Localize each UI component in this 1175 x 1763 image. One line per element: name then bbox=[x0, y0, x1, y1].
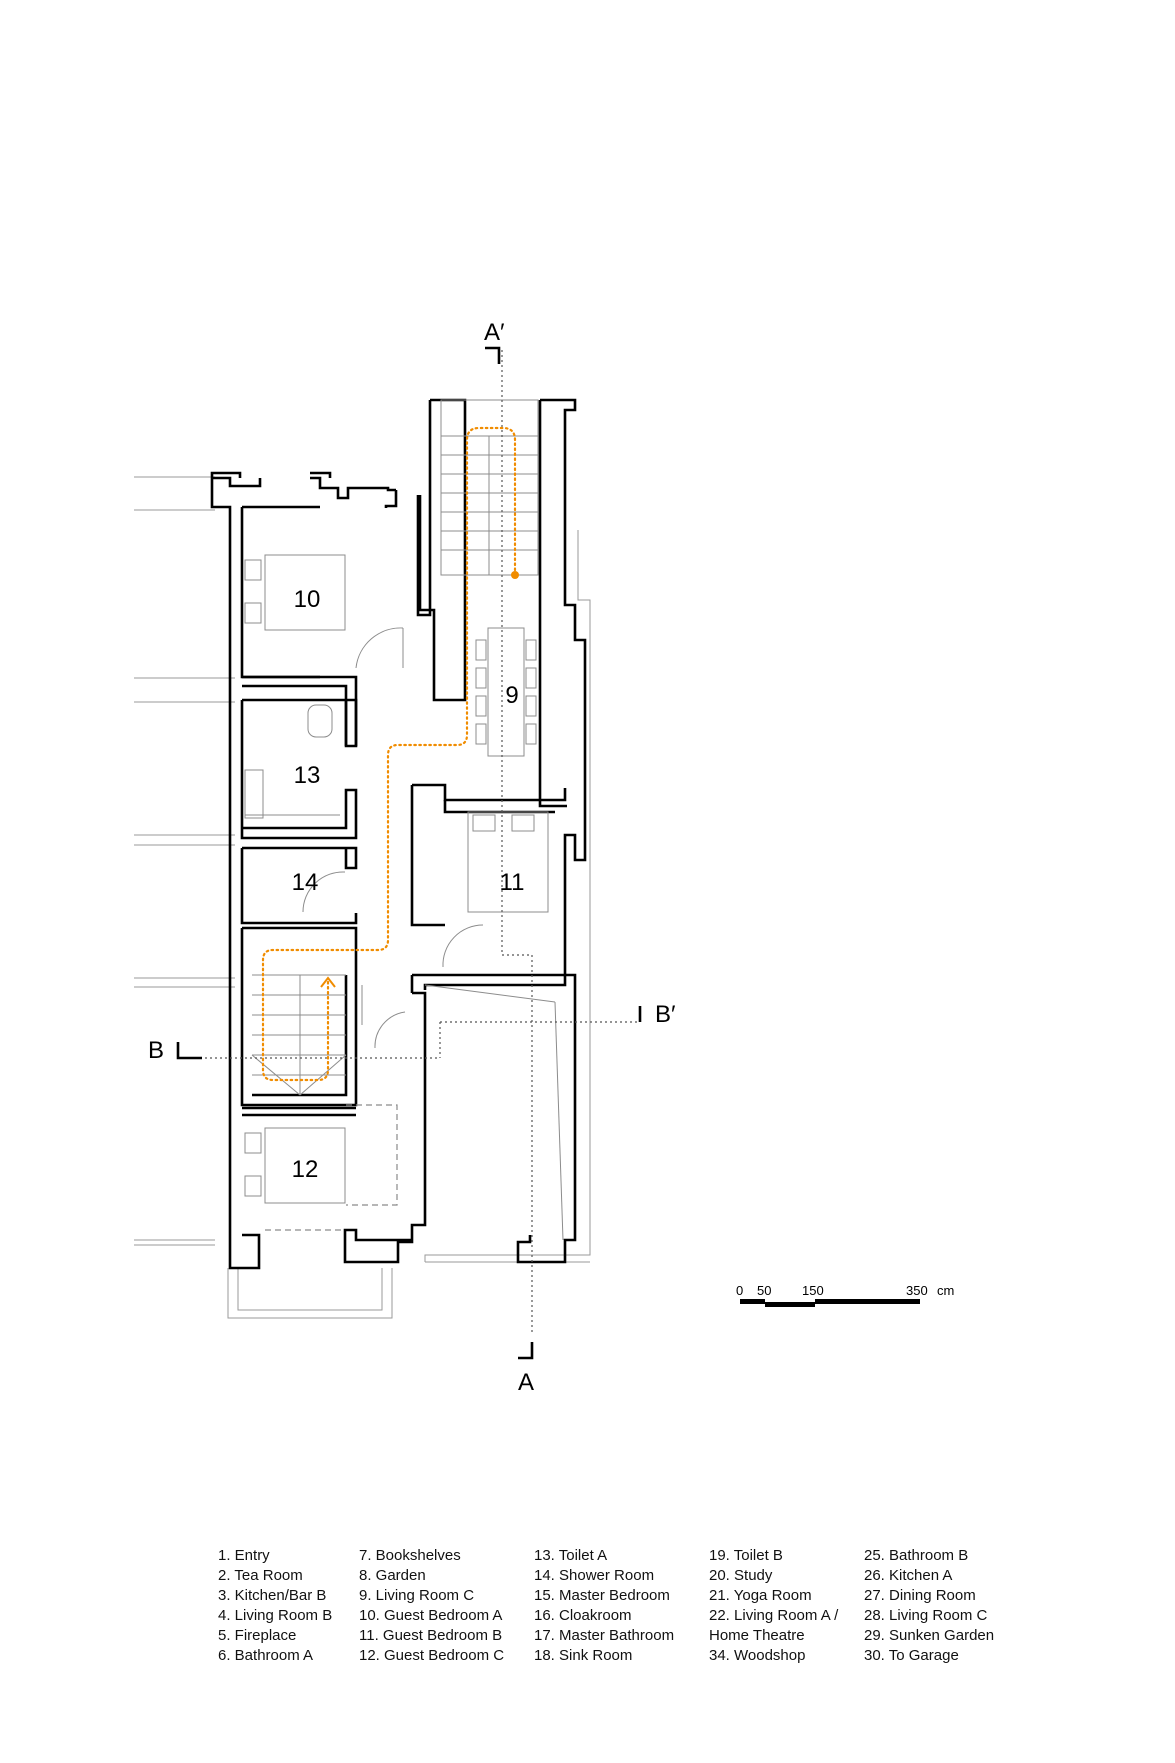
legend-item: 29. Sunken Garden bbox=[864, 1627, 995, 1644]
legend-item: 5. Fireplace bbox=[218, 1627, 297, 1644]
legend-item: 30. To Garage bbox=[864, 1647, 959, 1664]
legend-item: 16. Cloakroom bbox=[534, 1607, 632, 1624]
legend-item: 10. Guest Bedroom A bbox=[359, 1607, 503, 1624]
legend-item: 34. Woodshop bbox=[709, 1647, 806, 1664]
legend-item: 6. Bathroom A bbox=[218, 1647, 314, 1664]
room-label-13: 13 bbox=[294, 762, 321, 789]
path-start-dot bbox=[511, 571, 519, 579]
legend-item: 13. Toilet A bbox=[534, 1547, 608, 1564]
legend-item: 11. Guest Bedroom B bbox=[359, 1627, 503, 1644]
legend-item: 22. Living Room A / bbox=[709, 1607, 839, 1624]
scale-unit: cm bbox=[937, 1283, 954, 1298]
legend-column-1: 1. Entry 2. Tea Room 3. Kitchen/Bar B 4.… bbox=[218, 1546, 332, 1666]
scale-bar: 0 50 150 350 cm bbox=[736, 1283, 954, 1307]
legend-item: 3. Kitchen/Bar B bbox=[218, 1587, 327, 1604]
site-lines bbox=[134, 476, 591, 1319]
legend-item: 18. Sink Room bbox=[534, 1647, 633, 1664]
scale-tick-50: 50 bbox=[757, 1283, 771, 1298]
room-legend: 1. Entry 2. Tea Room 3. Kitchen/Bar B 4.… bbox=[0, 1546, 1175, 1676]
legend-item: 14. Shower Room bbox=[534, 1567, 655, 1584]
furniture bbox=[244, 554, 564, 1241]
legend-item: Home Theatre bbox=[709, 1627, 805, 1644]
scale-tick-350: 350 bbox=[906, 1283, 928, 1298]
legend-item: 7. Bookshelves bbox=[359, 1547, 461, 1564]
legend-item: 12. Guest Bedroom C bbox=[359, 1647, 505, 1664]
legend-item: 27. Dining Room bbox=[864, 1587, 976, 1604]
doors bbox=[302, 627, 484, 1049]
legend-item: 26. Kitchen A bbox=[864, 1567, 953, 1584]
room-label-9: 9 bbox=[505, 682, 518, 709]
stairs-lower bbox=[251, 974, 347, 1096]
legend-item: 20. Study bbox=[709, 1567, 773, 1584]
section-label-a-prime: A′ bbox=[484, 319, 505, 346]
walls bbox=[210, 398, 587, 1270]
legend-column-3: 13. Toilet A 14. Shower Room 15. Master … bbox=[534, 1546, 674, 1666]
section-lines bbox=[176, 346, 642, 1360]
legend-item: 9. Living Room C bbox=[359, 1587, 475, 1604]
legend-item: 8. Garden bbox=[359, 1567, 426, 1584]
room-label-14: 14 bbox=[292, 869, 319, 896]
legend-item: 2. Tea Room bbox=[218, 1567, 303, 1584]
legend-column-2: 7. Bookshelves 8. Garden 9. Living Room … bbox=[359, 1546, 504, 1666]
legend-item: 25. Bathroom B bbox=[864, 1547, 969, 1564]
legend-item: 17. Master Bathroom bbox=[534, 1627, 675, 1644]
stairs-upper bbox=[440, 399, 539, 576]
path-arrow bbox=[320, 976, 336, 988]
legend-column-5: 25. Bathroom B 26. Kitchen A 27. Dining … bbox=[864, 1546, 994, 1666]
room-label-12: 12 bbox=[292, 1156, 319, 1183]
legend-item: 15. Master Bedroom bbox=[534, 1587, 670, 1604]
room-label-11: 11 bbox=[500, 869, 525, 896]
legend-item: 19. Toilet B bbox=[709, 1547, 783, 1564]
legend-column-4: 19. Toilet B 20. Study 21. Yoga Room 22.… bbox=[709, 1546, 838, 1666]
room-label-10: 10 bbox=[294, 586, 321, 613]
legend-item: 1. Entry bbox=[218, 1547, 270, 1564]
section-label-b: B bbox=[148, 1037, 164, 1064]
legend-item: 4. Living Room B bbox=[218, 1607, 333, 1624]
legend-item: 28. Living Room C bbox=[864, 1607, 988, 1624]
circulation-path bbox=[261, 426, 519, 1082]
legend-item: 21. Yoga Room bbox=[709, 1587, 812, 1604]
section-label-a: A bbox=[518, 1369, 534, 1396]
scale-tick-0: 0 bbox=[736, 1283, 743, 1298]
scale-tick-150: 150 bbox=[802, 1283, 824, 1298]
section-label-b-prime: B′ bbox=[655, 1001, 676, 1028]
